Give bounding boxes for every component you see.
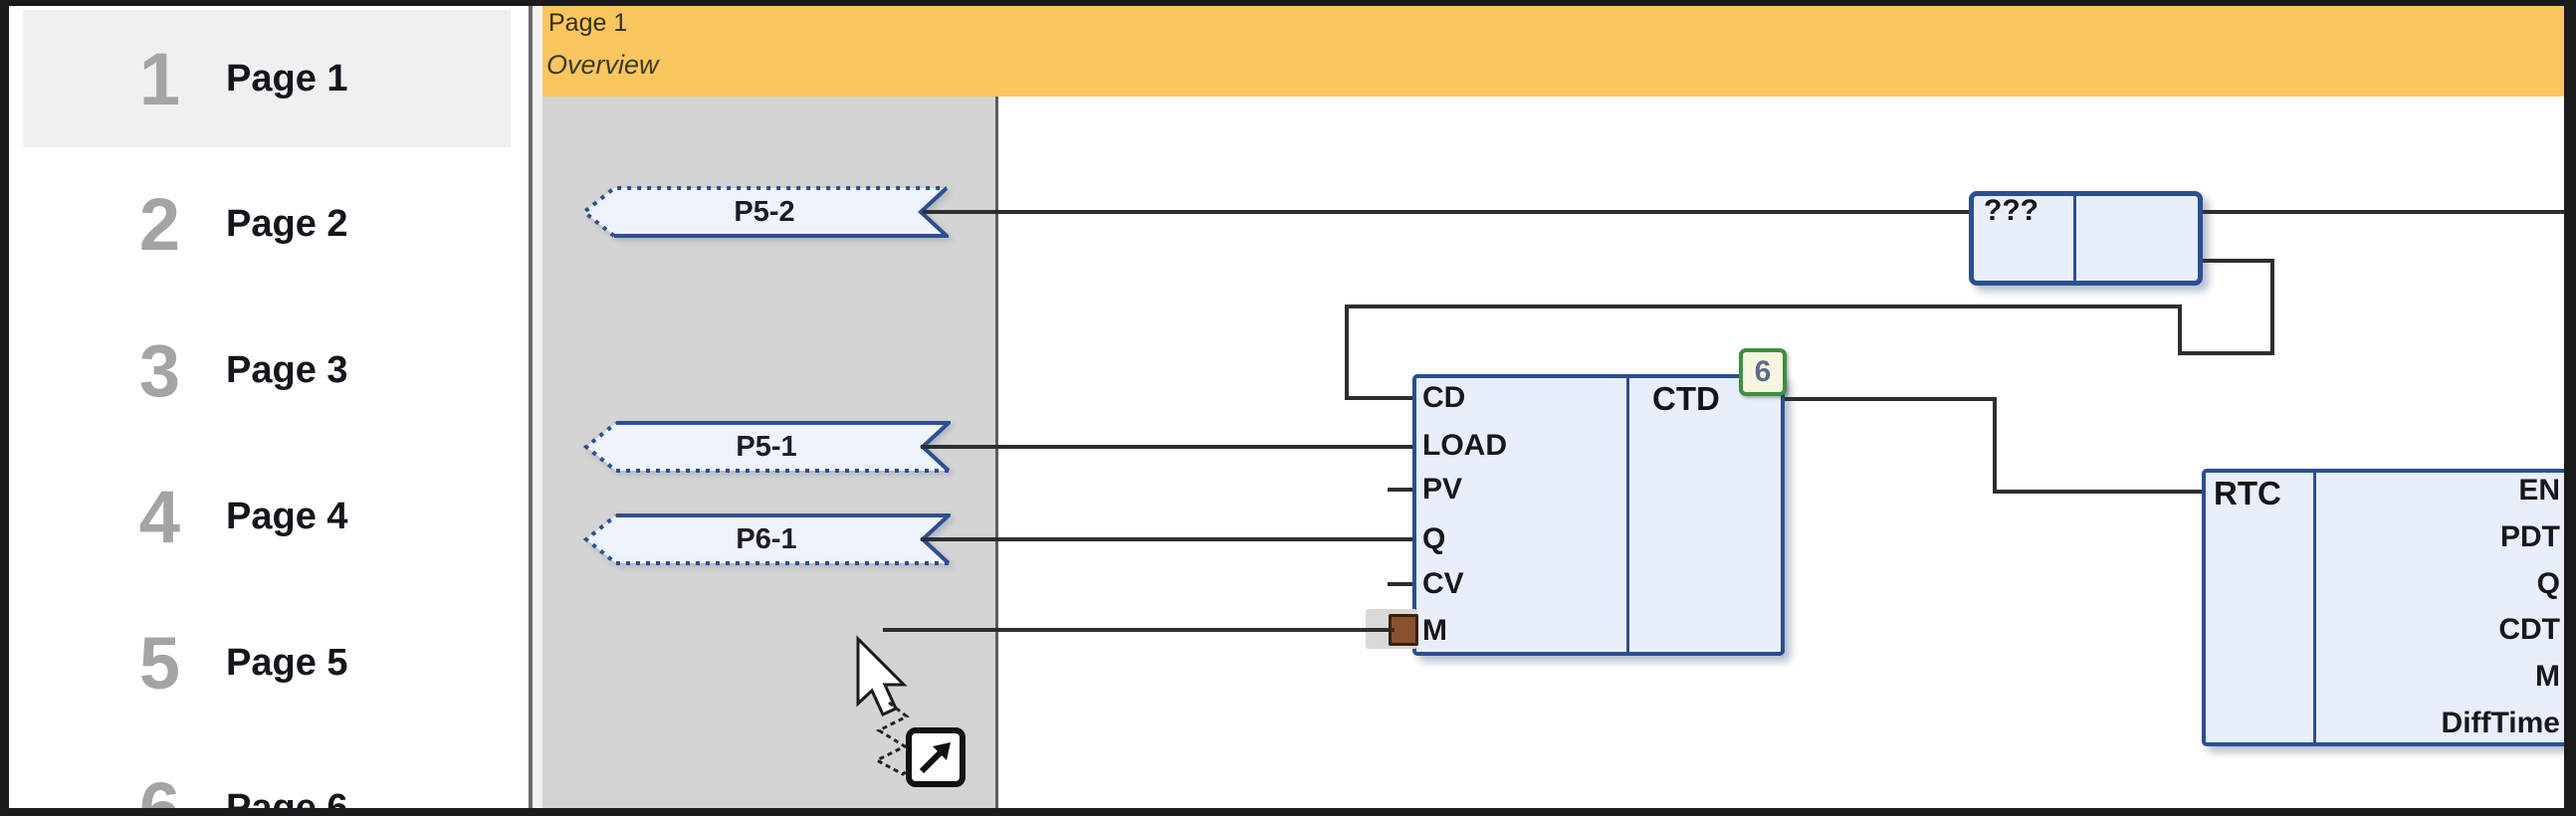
pin-m[interactable]: M [1422,614,1447,647]
pin-pdt[interactable]: PDT [2500,520,2560,553]
page-number: 6 [138,766,180,809]
page-header-bar: Page 1 Overview [542,6,2564,97]
page-label: Page 3 [226,348,348,391]
page-subtitle: Overview [546,50,659,80]
pin-q[interactable]: Q [1422,522,1446,555]
sidebar-item-page-5[interactable]: 5 Page 5 [9,590,529,735]
page-number: 3 [138,328,180,412]
page-number: 2 [138,182,180,266]
connector-label: P6-1 [736,523,797,555]
sidebar-canvas-divider[interactable] [529,6,533,808]
ctd-block-title: CTD [1652,380,1720,417]
connector-label: P5-1 [736,431,797,463]
pin-pv[interactable]: PV [1422,473,1463,506]
unknown-block-label: ??? [1984,194,2039,227]
pin-q[interactable]: Q [2536,567,2560,600]
editor-window: 1 Page 1 2 Page 2 3 Page 3 4 Page 4 5 Pa… [9,6,2564,808]
connector-label: P5-2 [734,196,795,228]
pin-load[interactable]: LOAD [1422,429,1507,462]
rtc-block[interactable]: RTC EN PDT Q CDT M DiffTime [2202,469,2564,746]
pin-cdt[interactable]: CDT [2498,613,2560,646]
pin-en[interactable]: EN [2518,474,2560,507]
page-number: 4 [138,475,180,558]
pin-m[interactable]: M [2535,660,2560,693]
active-row-highlight [23,10,511,147]
margin-canvas-border [995,97,998,808]
page-label: Page 2 [226,202,348,245]
pin-difftime[interactable]: DiffTime [2441,707,2560,739]
sidebar-canvas-gutter [533,6,542,808]
sidebar-item-page-4[interactable]: 4 Page 4 [9,444,529,589]
block-divider [1626,378,1629,652]
page-label: Page 6 [226,786,348,809]
execution-order-number: 6 [1754,355,1772,388]
wire-ctd-to-rtc[interactable] [1785,397,2202,494]
page-label: Page 1 [226,57,348,100]
page-number: 1 [138,37,180,120]
block-divider [2073,196,2076,281]
page-list-sidebar: 1 Page 1 2 Page 2 3 Page 3 4 Page 4 5 Pa… [9,6,529,808]
page-label: Page 5 [226,641,348,684]
connection-anchor[interactable] [1389,614,1418,646]
connector-p5-2[interactable] [580,186,949,238]
pin-cv[interactable]: CV [1422,567,1464,600]
sidebar-item-page-3[interactable]: 3 Page 3 [9,298,529,443]
unknown-function-block[interactable]: ??? [1969,191,2203,286]
page-number: 5 [138,621,180,705]
block-divider [2313,473,2316,742]
sidebar-item-page-1[interactable]: 1 Page 1 [9,6,529,151]
page-label: Page 4 [226,495,348,537]
sidebar-item-page-6[interactable]: 6 Page 6 [9,735,529,809]
connector-p5-1[interactable] [582,421,951,473]
pin-cd[interactable]: CD [1422,381,1466,414]
sidebar-item-page-2[interactable]: 2 Page 2 [9,151,529,297]
page-title: Page 1 [548,9,628,37]
ctd-counter-block[interactable]: CTD CD LOAD PV Q CV M [1412,374,1785,656]
rtc-block-title: RTC [2214,475,2281,511]
connector-p6-1[interactable] [582,513,951,565]
execution-order-badge: 6 [1739,348,1787,396]
